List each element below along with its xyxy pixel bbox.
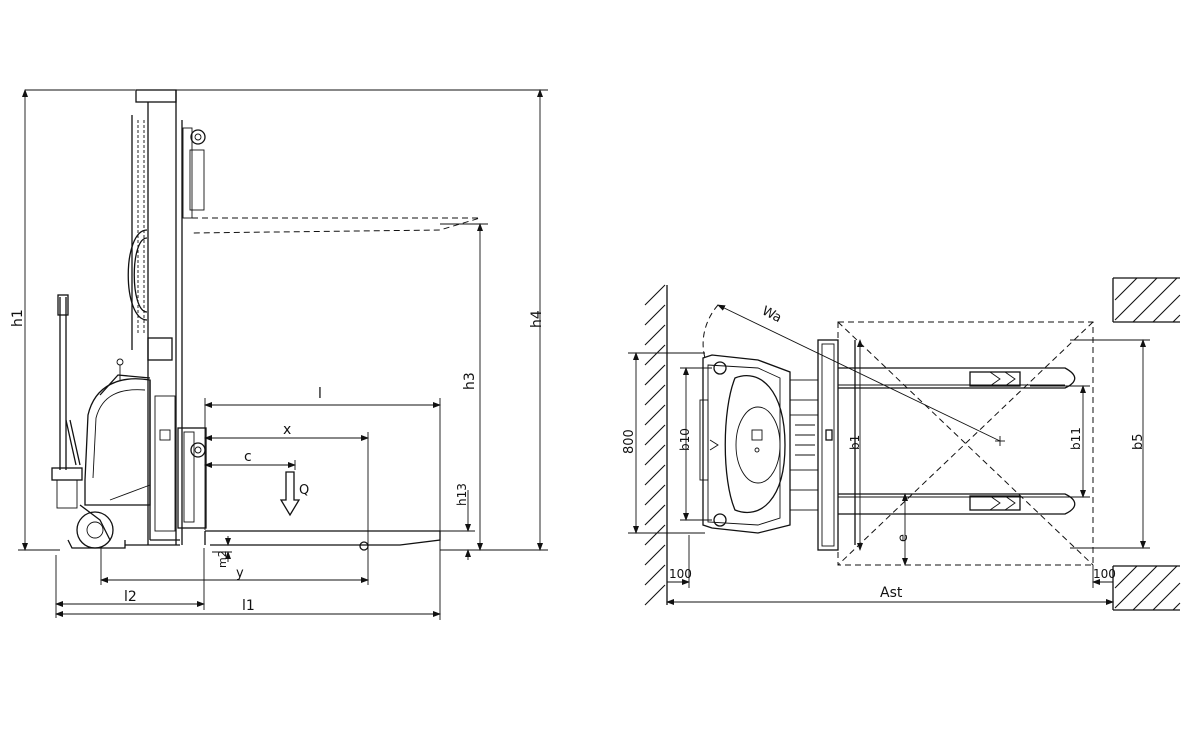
mast: [127, 89, 481, 545]
label-h3: h3: [462, 372, 478, 390]
label-l2: l2: [124, 589, 137, 605]
truck-body: [57, 294, 176, 540]
load-arrow: [279, 471, 301, 517]
label-Ast: Ast: [880, 585, 903, 601]
label-b1: b1: [848, 435, 862, 450]
left-wall: [644, 284, 668, 606]
y-dimension: y: [100, 548, 369, 585]
label-h13: h13: [455, 483, 469, 506]
Ast-dimension: 100 100 Ast: [666, 535, 1116, 605]
label-100-left: 100: [669, 567, 692, 581]
b10-dimension: b10: [678, 367, 712, 521]
top-view: Wa: [622, 277, 1181, 611]
label-h4: h4: [529, 310, 545, 328]
label-Q: Q: [299, 483, 309, 498]
label-100-right: 100: [1093, 567, 1116, 581]
b5-dimension: b5: [1070, 339, 1150, 549]
drive-unit: [51, 467, 441, 551]
label-800: 800: [622, 429, 637, 454]
h1-dimension: h1: [10, 89, 135, 551]
c-dimension: c Q: [204, 449, 309, 517]
label-h1: h1: [10, 309, 26, 327]
label-y: y: [236, 566, 244, 581]
right-wall-bottom: [1112, 565, 1181, 611]
side-view: h1 h4 h3 h13: [10, 89, 548, 620]
fork-carriage: [817, 339, 839, 551]
forks: [838, 340, 1076, 545]
right-wall-top: [1112, 277, 1181, 323]
l-dimension: l: [204, 386, 441, 620]
x-dimension: x: [204, 422, 369, 585]
dim-800: 800: [622, 352, 705, 534]
b11-dimension: b11: [1030, 385, 1090, 498]
l2-dimension: l2: [55, 548, 205, 618]
label-e: e: [896, 534, 911, 542]
label-b10: b10: [678, 428, 692, 451]
l1-dimension: l1: [55, 598, 441, 617]
label-Wa: Wa: [759, 304, 784, 326]
h4-dimension: h4: [175, 89, 548, 551]
label-m2: m2: [216, 550, 229, 568]
h13-dimension: h13: [370, 483, 475, 560]
label-b5: b5: [1131, 433, 1146, 450]
h3-dimension: h3: [440, 223, 488, 551]
label-c: c: [244, 449, 252, 465]
e-dimension: e: [896, 493, 911, 566]
Wa-dimension: Wa: [702, 304, 1001, 442]
label-l: l: [318, 386, 322, 402]
truck-top-body: [699, 354, 819, 534]
label-l1: l1: [242, 598, 255, 614]
label-x: x: [283, 422, 291, 438]
label-b11: b11: [1069, 427, 1083, 450]
load-box: [837, 321, 1094, 566]
b1-dimension: b1: [848, 339, 863, 551]
m2-dimension: m2: [212, 536, 232, 568]
